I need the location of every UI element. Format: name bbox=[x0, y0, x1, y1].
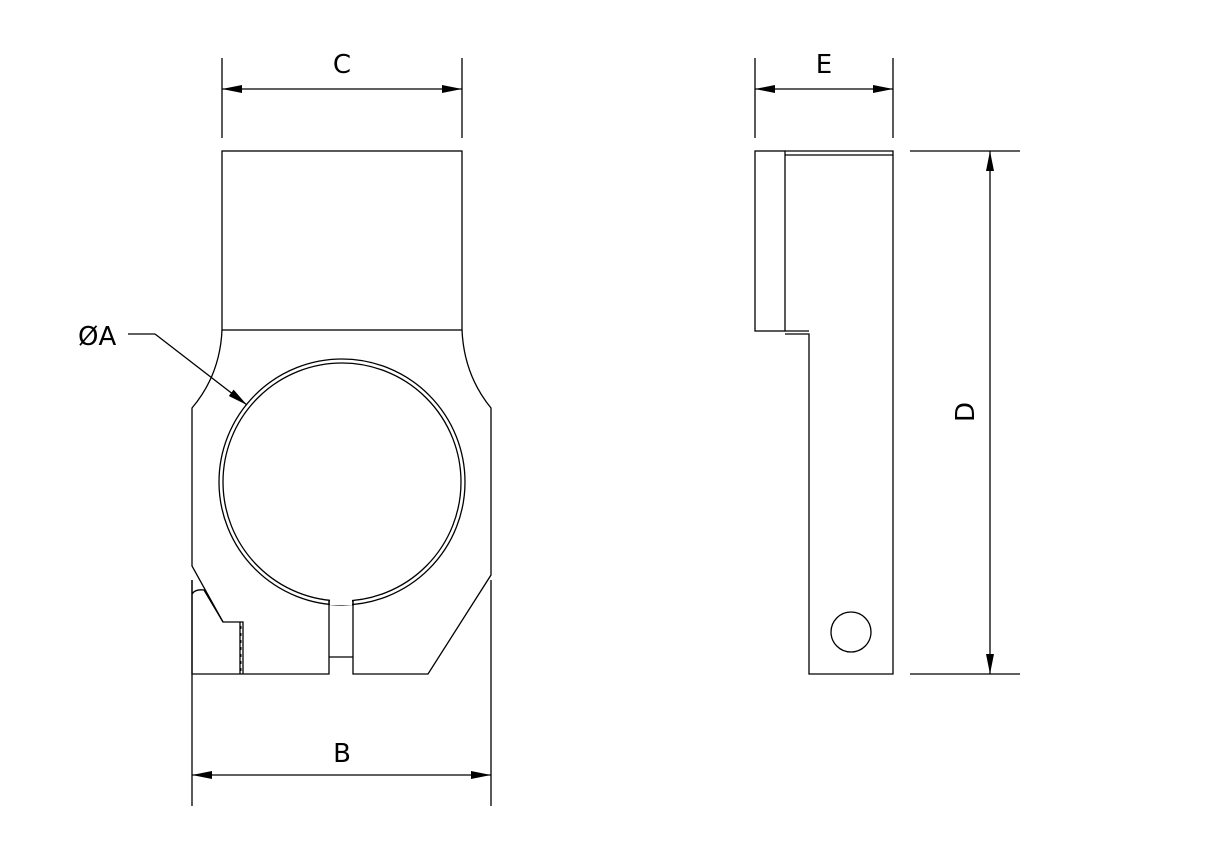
mounting-hole bbox=[830, 611, 872, 653]
side-view bbox=[754, 150, 894, 675]
dimension-c: C bbox=[221, 50, 463, 138]
side-edge-lines bbox=[785, 154, 893, 332]
dimension-e: E bbox=[754, 50, 894, 138]
side-collar bbox=[754, 150, 786, 332]
dimension-e-label: E bbox=[816, 50, 832, 80]
dimension-b: B bbox=[191, 580, 492, 806]
dimension-a-label: ØA bbox=[78, 322, 116, 352]
bore-inner-circle bbox=[222, 362, 462, 602]
clamp-slot bbox=[329, 600, 353, 658]
front-view bbox=[191, 150, 492, 675]
dimension-b-label: B bbox=[333, 739, 351, 769]
dimension-d: D bbox=[910, 150, 1020, 675]
side-body-outline bbox=[785, 150, 894, 675]
chamfer-edge bbox=[191, 589, 224, 623]
bore-outer-circle bbox=[218, 358, 466, 606]
clamp-body-outline bbox=[191, 329, 492, 675]
dimension-a: ØA bbox=[78, 322, 248, 406]
dimension-c-label: C bbox=[333, 50, 351, 80]
dimension-d-label: D bbox=[951, 402, 981, 422]
clamp-top-block bbox=[221, 150, 463, 331]
